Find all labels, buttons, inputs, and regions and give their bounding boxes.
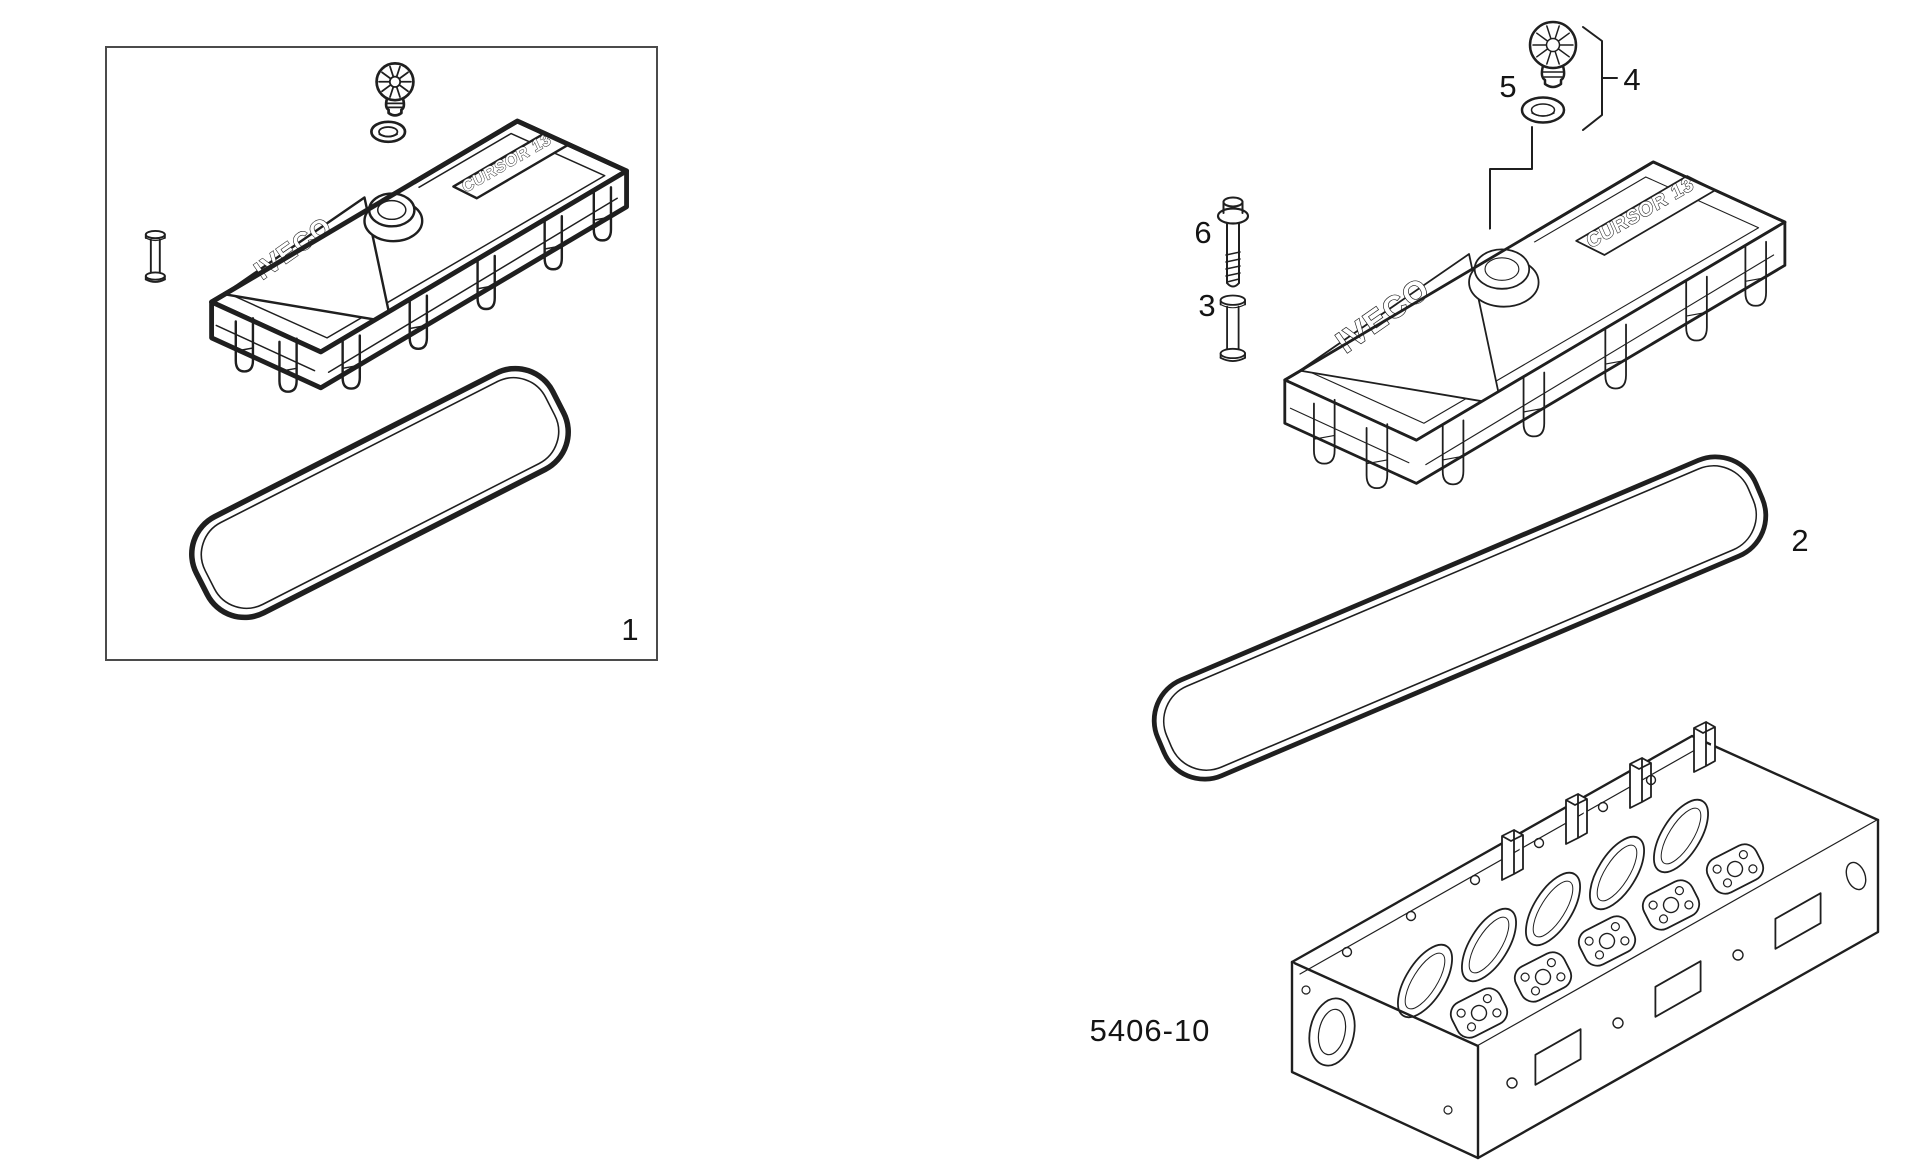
cap-seal-left — [370, 121, 406, 143]
exploded-view-group: 5 4 6 3 2 — [1090, 21, 1880, 1160]
drawing-number: 5406-10 — [1090, 1013, 1211, 1048]
oil-filler-cap-left — [376, 63, 414, 116]
valve-cover-left — [211, 120, 628, 393]
boxed-variant-group: 1 — [105, 46, 658, 661]
callout-1: 1 — [621, 612, 638, 647]
callout-3: 3 — [1198, 288, 1215, 323]
callout-5-leader — [1489, 126, 1533, 246]
callout-6: 6 — [1194, 215, 1211, 250]
oil-filler-cap-right — [1529, 21, 1577, 88]
callout-2: 2 — [1791, 523, 1808, 558]
spacer-pin-left — [145, 230, 166, 283]
cylinder-head-drawing — [1290, 721, 1880, 1160]
head-front-ports — [1506, 892, 1822, 1089]
callout-5: 5 — [1499, 69, 1516, 104]
spacer-bush-right — [1220, 295, 1246, 362]
cap-seal-right — [1521, 97, 1565, 123]
head-valve-wells — [1397, 798, 1709, 1019]
valve-cover-right — [1284, 161, 1786, 489]
head-bolt-holes — [1341, 774, 1657, 958]
cover-bolt-drawing — [1216, 196, 1250, 288]
callout-4-bracket — [1582, 26, 1618, 131]
head-end-bore — [1301, 985, 1453, 1115]
head-pedestal-studs — [1501, 721, 1716, 881]
cover-gasket-right — [1151, 454, 1769, 782]
cover-gasket-left — [189, 365, 571, 621]
callout-4: 4 — [1623, 62, 1640, 97]
variant-frame — [105, 46, 658, 661]
head-rocker-pads — [1449, 843, 1765, 1039]
